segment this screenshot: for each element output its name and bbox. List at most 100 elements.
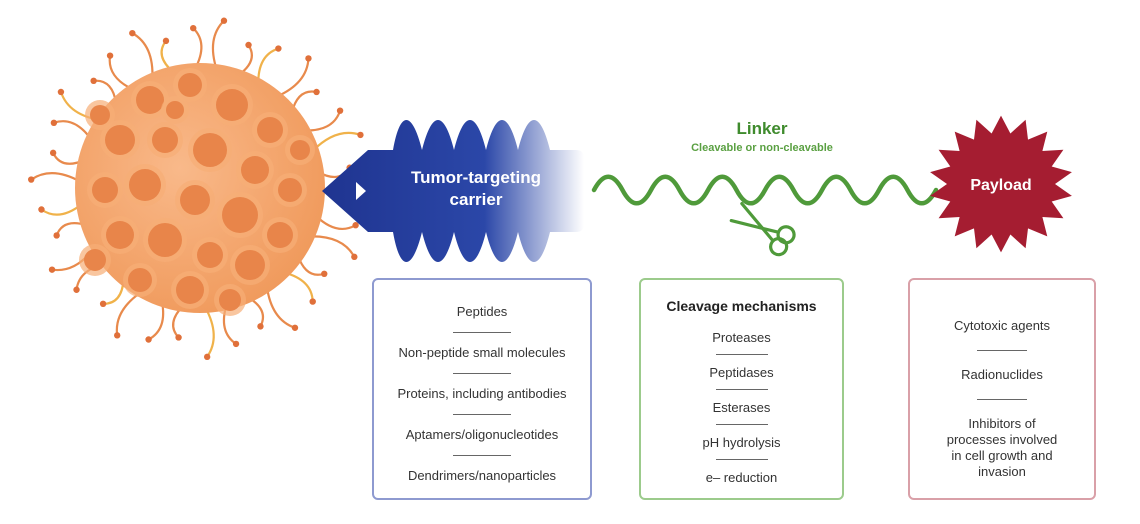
tendril [108, 54, 135, 91]
nucleus [136, 86, 164, 114]
nucleus [180, 185, 210, 215]
payload-item-inhibitors: Inhibitors of processes involved in cell… [946, 416, 1058, 479]
nucleus [219, 289, 241, 311]
divider [453, 414, 511, 415]
nucleus [257, 117, 283, 143]
cleavage-heading: Cleavage mechanisms [666, 298, 817, 314]
tendril-tip [357, 131, 364, 139]
carrier-shape: Tumor-targeting carrier [322, 120, 584, 262]
tendril-tip [145, 336, 152, 343]
nucleus [84, 249, 106, 271]
divider [715, 389, 768, 390]
carrier-label-line2: carrier [450, 190, 503, 209]
tendril [192, 27, 203, 71]
tendril-tip [351, 253, 358, 261]
nucleus [197, 242, 223, 268]
tendril [311, 131, 362, 152]
tendril [203, 305, 215, 358]
tendril-tip [321, 270, 328, 278]
payload-shape: Payload [930, 115, 1072, 253]
nucleus [267, 222, 293, 248]
tendril [257, 47, 280, 86]
tendril-tip [90, 77, 97, 85]
carrier-item-dendrimers: Dendrimers/nanoparticles [407, 468, 557, 483]
linker-subtitle: Cleavable or non-cleavable [691, 142, 833, 154]
nucleus [92, 177, 118, 203]
tumor-nuclei [79, 68, 315, 316]
tendril-tip [48, 266, 56, 273]
carrier-types-box: Peptides Non-peptide small molecules Pro… [372, 278, 592, 500]
carrier-item-proteins: Proteins, including antibodies [397, 386, 567, 401]
tendril-tip [114, 332, 121, 339]
tendril-tip [38, 206, 45, 213]
tendril-tip [49, 149, 57, 157]
nucleus [129, 169, 161, 201]
cleavage-item-ph-hydrolysis: pH hydrolysis [702, 435, 781, 450]
tendril-tip [73, 286, 80, 293]
tendril-tip [245, 41, 252, 49]
tendril-tip [275, 45, 282, 52]
nucleus [216, 89, 248, 121]
payload-label: Payload [970, 177, 1031, 194]
tendril [307, 235, 356, 258]
tendril-tip [190, 24, 197, 32]
tendril [211, 19, 226, 72]
tendril [115, 290, 143, 337]
cleavage-mechanisms-box: Cleavage mechanisms Proteases Peptidases… [639, 278, 844, 500]
scissors-icon [729, 202, 796, 257]
tendril [30, 172, 83, 184]
tendril-tip [57, 88, 65, 96]
tendril [40, 202, 84, 216]
tendril-tip [28, 176, 35, 183]
payload-item-cytotoxic: Cytotoxic agents [953, 318, 1051, 333]
divider [715, 459, 768, 460]
nucleus [241, 156, 269, 184]
tendril [275, 57, 310, 98]
carrier-notch [356, 182, 366, 200]
carrier-label-line1: Tumor-targeting [411, 168, 541, 187]
tendril [303, 109, 342, 132]
divider [453, 455, 511, 456]
tendril-tip [313, 88, 320, 96]
tendril-tip [175, 334, 182, 341]
cleavage-item-esterases: Esterases [712, 400, 771, 415]
carrier-item-peptides: Peptides [456, 304, 508, 319]
nucleus [152, 127, 178, 153]
nucleus [106, 221, 134, 249]
linker-title: Linker [736, 119, 787, 138]
carrier-item-aptamers: Aptamers/oligonucleotides [405, 427, 559, 442]
tendril [52, 120, 93, 141]
nucleus [176, 276, 204, 304]
nucleus [278, 178, 302, 202]
payload-item-radionuclides: Radionuclides [961, 367, 1043, 382]
divider [715, 354, 768, 355]
nucleus [105, 125, 135, 155]
nucleus [148, 223, 182, 257]
nucleus [235, 250, 265, 280]
divider [715, 424, 768, 425]
tendril-tip [291, 324, 299, 331]
linker-wave [591, 174, 939, 206]
tendril-tip [220, 17, 228, 24]
tendril-tip [203, 353, 211, 361]
divider [453, 373, 511, 374]
tendril-tip [232, 340, 240, 348]
tendril-tip [257, 323, 264, 330]
tendril-tip [352, 222, 359, 229]
divider [453, 332, 511, 333]
tendril-tip [336, 107, 344, 114]
nucleus [193, 133, 227, 167]
tendril-tip [50, 119, 58, 127]
tendril [282, 271, 314, 303]
tendril-tip [309, 298, 316, 305]
divider [977, 399, 1027, 400]
payload-star [930, 115, 1072, 253]
tendril-tip [53, 232, 60, 239]
cleavage-item-proteases: Proteases [712, 330, 771, 345]
cleavage-item-peptidases: Peptidases [709, 365, 774, 380]
tendril-tip [305, 55, 312, 62]
nucleus [166, 101, 184, 119]
tendril [131, 32, 154, 81]
tendril-tip [162, 37, 170, 45]
carrier-body [322, 120, 584, 262]
